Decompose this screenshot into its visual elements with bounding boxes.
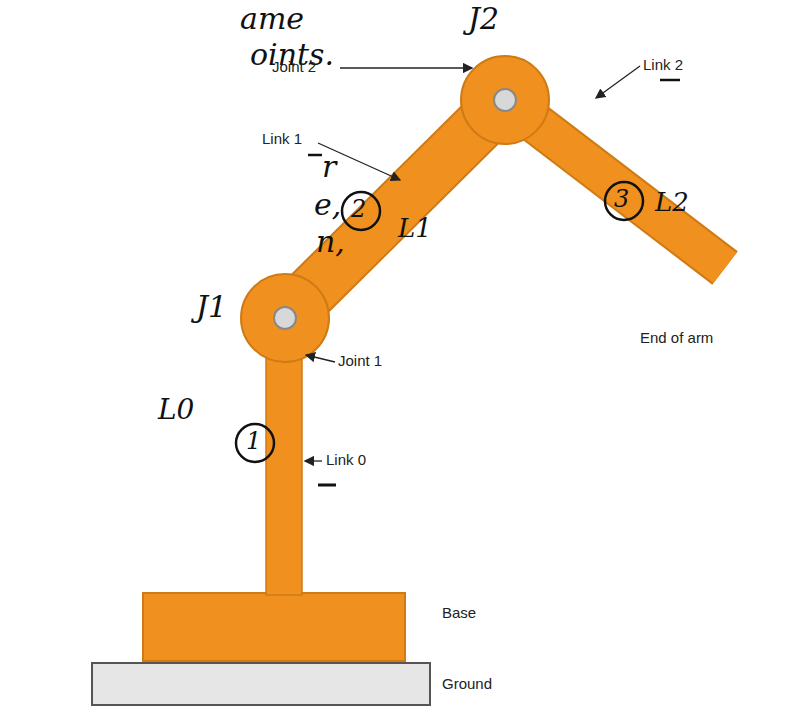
part-label: Link 1 xyxy=(262,131,302,148)
leader-line xyxy=(340,67,472,68)
joint-1 xyxy=(241,274,329,362)
part-label: Joint 1 xyxy=(338,353,382,370)
handwritten-label: J1 xyxy=(196,290,227,323)
joint-1-pin xyxy=(274,307,296,329)
handwritten-label: J2 xyxy=(468,2,499,35)
handwritten-label: L2 xyxy=(655,188,689,217)
callout-circle xyxy=(236,424,274,462)
link-1 xyxy=(285,100,505,318)
handwritten-note: n, xyxy=(316,225,345,258)
callout-circle xyxy=(342,192,380,230)
callout-circle xyxy=(605,182,643,220)
handwritten-label: L0 xyxy=(158,395,194,426)
callout-number: 3 xyxy=(614,186,629,212)
handwritten-note: e, xyxy=(314,188,341,221)
underline xyxy=(660,79,680,82)
joint-2-pin xyxy=(494,89,516,111)
handwritten-label: L1 xyxy=(398,214,432,243)
leader-line xyxy=(305,460,322,461)
leader-line xyxy=(306,355,335,362)
part-label: Base xyxy=(442,605,476,622)
ground-slab xyxy=(92,663,430,705)
part-label: Ground xyxy=(442,676,492,693)
part-label: Link 0 xyxy=(326,452,366,469)
part-label: Joint 2 xyxy=(272,59,316,76)
underline xyxy=(318,484,336,487)
callout-number: 1 xyxy=(246,428,261,454)
callout-number: 2 xyxy=(351,196,366,222)
part-label: Link 2 xyxy=(643,57,683,74)
part-label: End of arm xyxy=(640,330,713,347)
handwritten-note: r xyxy=(322,150,336,183)
joint-2 xyxy=(461,56,549,144)
leader-line xyxy=(596,66,640,98)
base-block xyxy=(143,593,405,661)
underline xyxy=(308,154,322,157)
link-1-edge xyxy=(285,100,505,318)
handwritten-note: ame xyxy=(240,2,304,35)
